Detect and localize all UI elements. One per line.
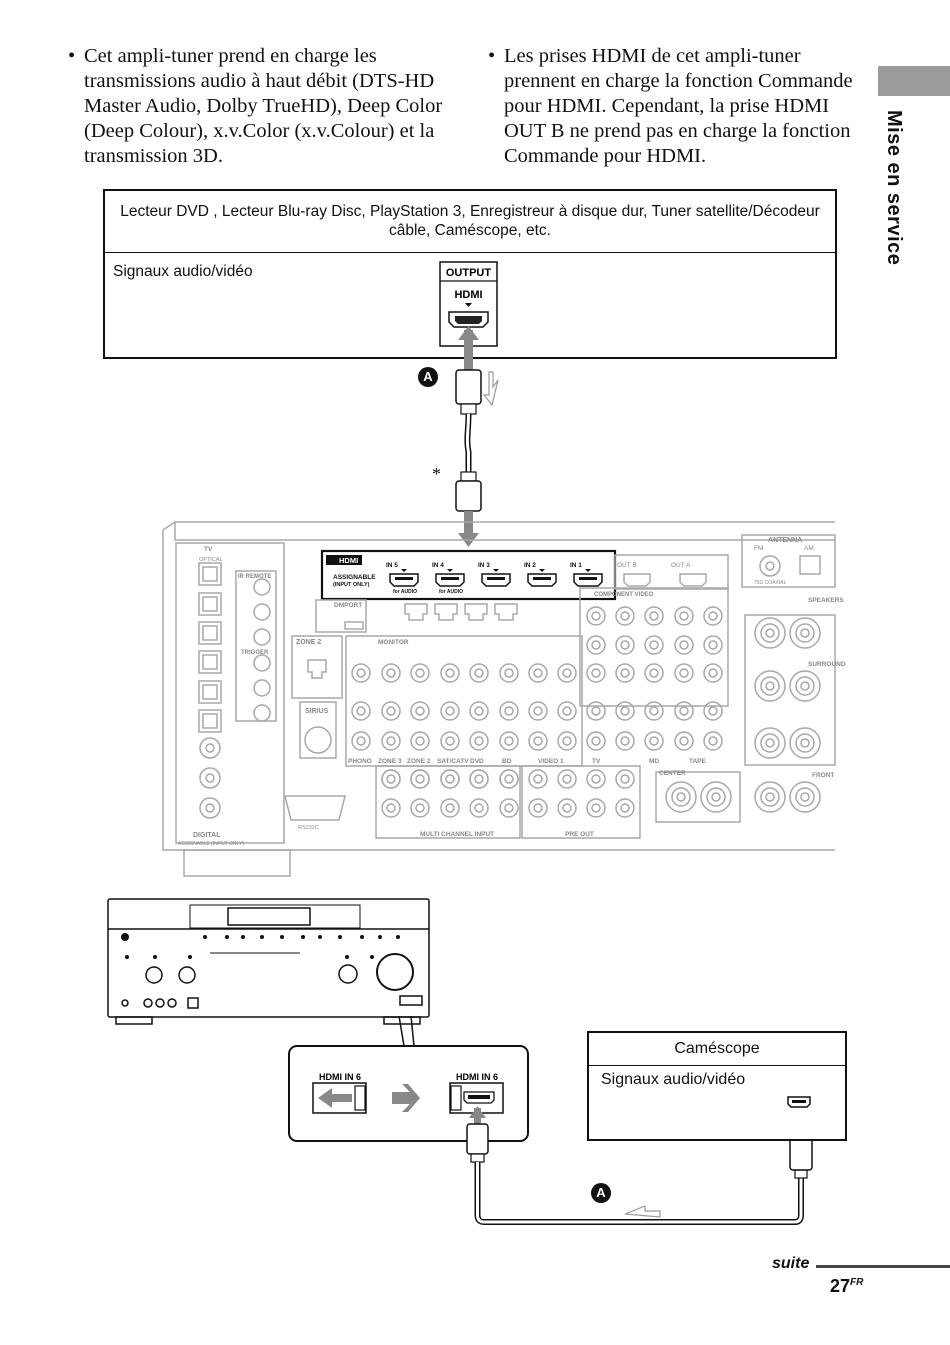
bullet-text: Cet ampli-tuner prend en charge les tran… <box>84 45 443 167</box>
svg-text:DMPORT: DMPORT <box>334 602 362 609</box>
hdmi-cable-top <box>455 326 499 547</box>
section-tab <box>878 66 950 96</box>
svg-text:SURROUND: SURROUND <box>808 661 846 668</box>
svg-text:DVD: DVD <box>470 758 484 765</box>
page-number: 27FR <box>830 1276 864 1296</box>
bullet-right: • Les prises HDMI de cet ampli-tuner pre… <box>488 44 858 169</box>
svg-text:75Ω COAXIAL: 75Ω COAXIAL <box>754 580 787 586</box>
svg-text:MD: MD <box>649 758 659 765</box>
camcorder-hdmi-port <box>787 1096 811 1108</box>
svg-text:AM: AM <box>804 545 814 552</box>
svg-text:MONITOR: MONITOR <box>378 639 409 646</box>
camcorder-box: Caméscope Signaux audio/vidéo <box>587 1031 847 1141</box>
svg-text:for AUDIO: for AUDIO <box>439 589 463 595</box>
bullet-left: • Cet ampli-tuner prend en charge les tr… <box>68 44 458 169</box>
svg-text:ANTENNA: ANTENNA <box>768 537 802 544</box>
source-signal-label: Signaux audio/vidéo <box>113 263 253 280</box>
receiver-rear-panel <box>162 521 836 877</box>
svg-text:ZONE 2: ZONE 2 <box>296 639 321 646</box>
source-device-title: Lecteur DVD , Lecteur Blu-ray Disc, Play… <box>105 191 835 253</box>
svg-text:ZONE 2: ZONE 2 <box>407 758 431 765</box>
cable-marker-a-top: A <box>418 367 438 387</box>
svg-text:OPTICAL: OPTICAL <box>199 557 223 563</box>
svg-text:OUT B: OUT B <box>617 562 637 569</box>
bullet-marker: • <box>488 45 496 67</box>
zoom-callout: HDMI IN 6 HDMI IN 6 <box>288 1015 529 1142</box>
svg-text:VIDEO 1: VIDEO 1 <box>538 758 564 765</box>
svg-text:TV: TV <box>592 758 601 765</box>
svg-text:IR REMOTE: IR REMOTE <box>238 574 271 580</box>
camcorder-signal-label: Signaux audio/vidéo <box>601 1071 746 1088</box>
receiver-front-panel <box>107 898 430 1025</box>
svg-text:for AUDIO: for AUDIO <box>393 589 417 595</box>
svg-text:(INPUT ONLY): (INPUT ONLY) <box>333 582 370 588</box>
zoom-left-label: HDMI IN 6 <box>319 1072 361 1082</box>
svg-text:IN 1: IN 1 <box>570 562 582 569</box>
svg-text:ASSIGNABLE (INPUT ONLY): ASSIGNABLE (INPUT ONLY) <box>178 841 244 847</box>
svg-text:TRIGGER: TRIGGER <box>241 650 269 656</box>
svg-text:IN 2: IN 2 <box>524 562 536 569</box>
svg-text:FM: FM <box>754 545 763 552</box>
continued-rule <box>816 1265 950 1268</box>
svg-text:TAPE: TAPE <box>689 758 707 765</box>
svg-text:MULTI CHANNEL INPUT: MULTI CHANNEL INPUT <box>420 831 494 838</box>
asterisk-note: * <box>432 464 441 484</box>
bullet-marker: • <box>68 45 76 67</box>
svg-text:ASSIGNABLE: ASSIGNABLE <box>333 574 376 581</box>
svg-text:BD: BD <box>502 758 512 765</box>
bullet-text: Les prises HDMI de cet ampli-tuner prenn… <box>504 45 853 167</box>
svg-text:ZONE 3: ZONE 3 <box>378 758 402 765</box>
svg-text:DIGITAL: DIGITAL <box>193 832 221 839</box>
svg-text:OUT A: OUT A <box>671 562 691 569</box>
svg-text:IN 4: IN 4 <box>432 562 444 569</box>
svg-text:SPEAKERS: SPEAKERS <box>808 597 844 604</box>
svg-text:PRE OUT: PRE OUT <box>565 831 594 838</box>
svg-text:CENTER: CENTER <box>659 770 686 777</box>
continued-label: suite <box>772 1255 810 1272</box>
cable-marker-a-bottom: A <box>591 1183 611 1203</box>
section-label: Mise en service <box>883 110 905 266</box>
zoom-right-label: HDMI IN 6 <box>456 1072 498 1082</box>
source-device-box: Lecteur DVD , Lecteur Blu-ray Disc, Play… <box>103 189 837 359</box>
camcorder-title: Caméscope <box>589 1033 845 1066</box>
svg-text:SIRIUS: SIRIUS <box>305 708 329 715</box>
svg-text:TV: TV <box>204 546 213 553</box>
svg-text:IN 5: IN 5 <box>386 562 398 569</box>
svg-text:HDMI: HDMI <box>339 556 358 565</box>
svg-text:SAT/CATV: SAT/CATV <box>437 758 469 765</box>
svg-text:COMPONENT VIDEO: COMPONENT VIDEO <box>594 592 654 598</box>
svg-text:IN 3: IN 3 <box>478 562 490 569</box>
svg-text:RS232C: RS232C <box>298 825 319 831</box>
svg-text:PHONO: PHONO <box>348 758 372 765</box>
svg-text:FRONT: FRONT <box>812 772 834 779</box>
hdmi-input-jacks <box>389 569 603 587</box>
